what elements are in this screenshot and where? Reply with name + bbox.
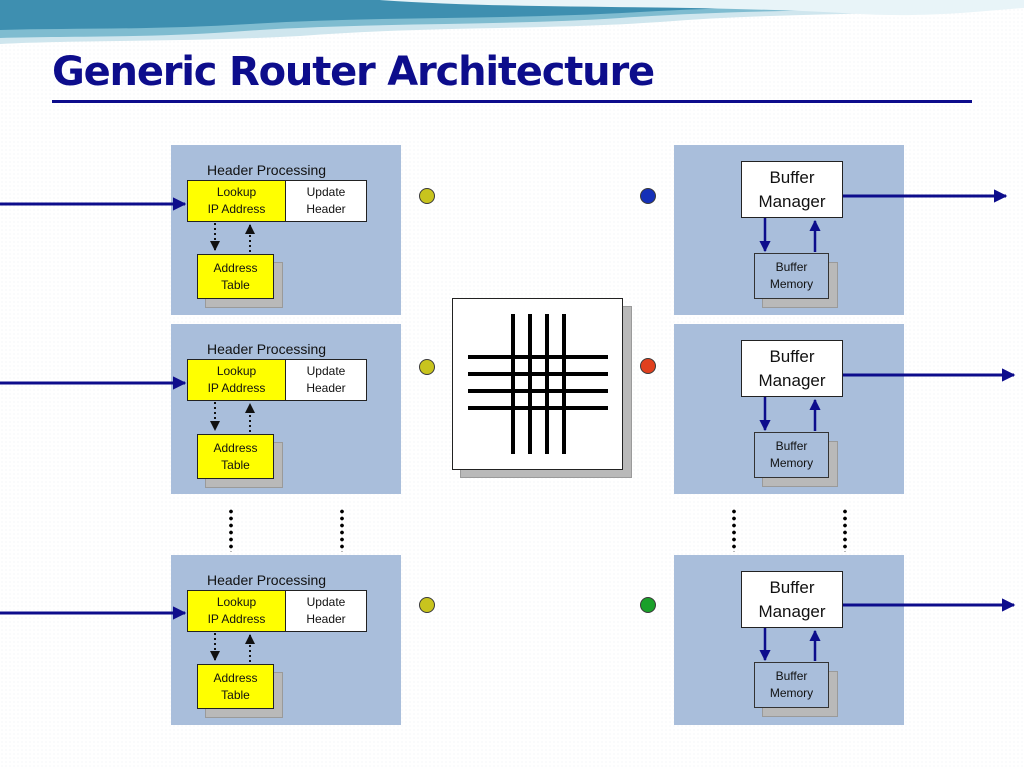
title-underline bbox=[52, 100, 972, 103]
buffer-memory-line1: Buffer bbox=[775, 439, 808, 453]
address-label-line2: Table bbox=[221, 687, 250, 702]
lookup-ip-address-box: Lookup IP Address bbox=[187, 590, 286, 632]
update-label-line1: Update bbox=[306, 595, 346, 609]
lookup-ip-address-box: Lookup IP Address bbox=[187, 359, 286, 401]
buffer-memory-line2: Memory bbox=[769, 456, 814, 470]
header-processing-label: Header Processing bbox=[207, 162, 327, 178]
buffer-memory-line2: Memory bbox=[769, 686, 814, 700]
ellipsis-dots bbox=[732, 508, 736, 552]
buffer-memory-line1: Buffer bbox=[775, 669, 808, 683]
buffer-manager-line2: Manager bbox=[758, 370, 826, 390]
buffer-manager-line2: Manager bbox=[758, 191, 826, 211]
buffer-memory-box: Buffer Memory bbox=[754, 253, 829, 299]
address-table-box: Address Table bbox=[197, 664, 274, 709]
address-label-line1: Address bbox=[213, 260, 258, 275]
buffer-memory-line1: Buffer bbox=[775, 260, 808, 274]
buffer-manager-line1: Buffer bbox=[769, 167, 815, 187]
ellipsis-dots bbox=[229, 508, 233, 552]
address-label-line2: Table bbox=[221, 457, 250, 472]
switch-fabric-box bbox=[452, 298, 623, 470]
address-label-line1: Address bbox=[213, 670, 258, 685]
output-port-dot-3 bbox=[640, 597, 656, 613]
address-label-line2: Table bbox=[221, 277, 250, 292]
update-header-box: Update Header bbox=[285, 359, 367, 401]
lookup-label-line1: Lookup bbox=[216, 364, 257, 378]
crossbar-icon bbox=[468, 314, 608, 454]
ellipsis-dots bbox=[843, 508, 847, 552]
lookup-label-line2: IP Address bbox=[207, 612, 266, 626]
update-label-line1: Update bbox=[306, 185, 346, 199]
output-port-dot-2 bbox=[640, 358, 656, 374]
output-port-dot-1 bbox=[640, 188, 656, 204]
lookup-ip-address-box: Lookup IP Address bbox=[187, 180, 286, 222]
buffer-manager-line1: Buffer bbox=[769, 577, 815, 597]
buffer-memory-box: Buffer Memory bbox=[754, 662, 829, 708]
buffer-manager-line1: Buffer bbox=[769, 346, 815, 366]
update-header-box: Update Header bbox=[285, 180, 367, 222]
slide-title: Generic Router Architecture bbox=[52, 49, 655, 95]
address-table-box: Address Table bbox=[197, 254, 274, 299]
lookup-label-line1: Lookup bbox=[216, 185, 257, 199]
header-processing-label: Header Processing bbox=[207, 572, 327, 588]
update-label-line2: Header bbox=[306, 202, 346, 216]
update-label-line2: Header bbox=[306, 612, 346, 626]
header-wave-decoration bbox=[0, 0, 1024, 44]
input-port-dot-2 bbox=[419, 359, 435, 375]
buffer-memory-line2: Memory bbox=[769, 277, 814, 291]
input-port-dot-1 bbox=[419, 188, 435, 204]
update-label-line2: Header bbox=[306, 381, 346, 395]
address-label-line1: Address bbox=[213, 440, 258, 455]
update-label-line1: Update bbox=[306, 364, 346, 378]
lookup-label-line2: IP Address bbox=[207, 381, 266, 395]
buffer-manager-box: Buffer Manager bbox=[741, 571, 843, 628]
input-port-dot-3 bbox=[419, 597, 435, 613]
header-processing-label: Header Processing bbox=[207, 341, 327, 357]
buffer-manager-box: Buffer Manager bbox=[741, 340, 843, 397]
lookup-label-line2: IP Address bbox=[207, 202, 266, 216]
update-header-box: Update Header bbox=[285, 590, 367, 632]
buffer-memory-box: Buffer Memory bbox=[754, 432, 829, 478]
lookup-label-line1: Lookup bbox=[216, 595, 257, 609]
buffer-manager-line2: Manager bbox=[758, 601, 826, 621]
buffer-manager-box: Buffer Manager bbox=[741, 161, 843, 218]
address-table-box: Address Table bbox=[197, 434, 274, 479]
ellipsis-dots bbox=[340, 508, 344, 552]
